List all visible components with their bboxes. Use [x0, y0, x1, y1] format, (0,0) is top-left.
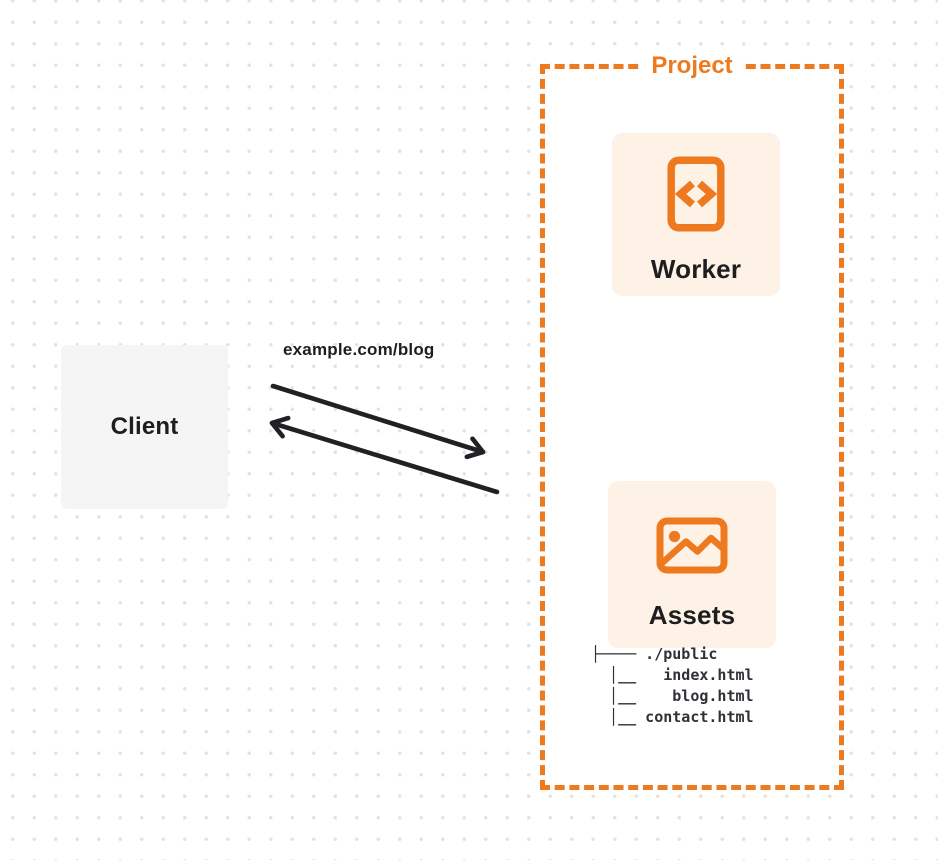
code-document-icon — [667, 156, 725, 232]
request-url-label: example.com/blog — [283, 340, 435, 359]
client-box: Client — [61, 345, 228, 509]
assets-label: Assets — [648, 600, 736, 630]
assets-file-tree: ├──── ./public │__ index.html │__ blog.h… — [591, 645, 754, 726]
request-arrow — [270, 383, 486, 460]
client-label: Client — [110, 413, 179, 440]
project-label: Project — [642, 52, 742, 80]
request-response-arrows — [269, 383, 500, 495]
worker-label: Worker — [650, 254, 742, 284]
image-icon — [656, 517, 728, 574]
assets-card: Assets — [608, 481, 776, 648]
response-arrow — [269, 415, 500, 495]
worker-card: Worker — [612, 133, 780, 296]
